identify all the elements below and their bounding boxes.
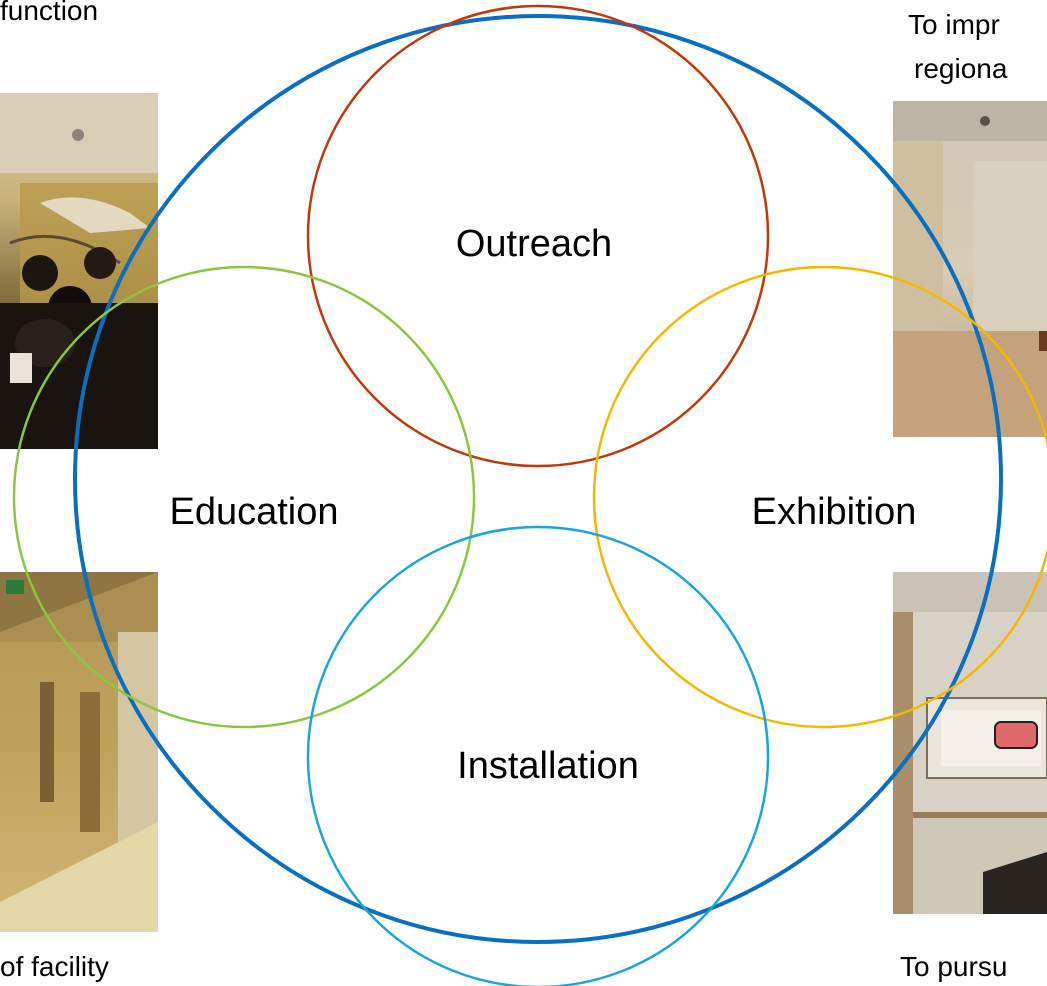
exhibition-label: Exhibition — [752, 491, 917, 533]
caption-top-right-line1: To impr — [908, 9, 1000, 40]
education-circle — [12, 265, 476, 729]
outer-circle — [73, 14, 1003, 944]
installation-label: Installation — [457, 745, 639, 787]
caption-top-right-line2: regiona — [914, 53, 1008, 84]
hospital-corridor-photo — [0, 572, 158, 932]
education-label: Education — [169, 491, 338, 533]
empty-gallery-photo — [893, 101, 1047, 437]
caption-bottom-left: of facility — [0, 951, 109, 982]
caption-bottom-right: To pursu — [900, 951, 1008, 982]
caption-top-left: function — [0, 0, 99, 26]
room-with-artwork-photo — [893, 572, 1047, 914]
outreach-label: Outreach — [456, 223, 612, 265]
exhibition-circle — [592, 265, 1047, 729]
installation-circle — [306, 525, 770, 986]
outreach-circle — [306, 4, 770, 468]
gallery-visitors-photo — [0, 93, 158, 449]
